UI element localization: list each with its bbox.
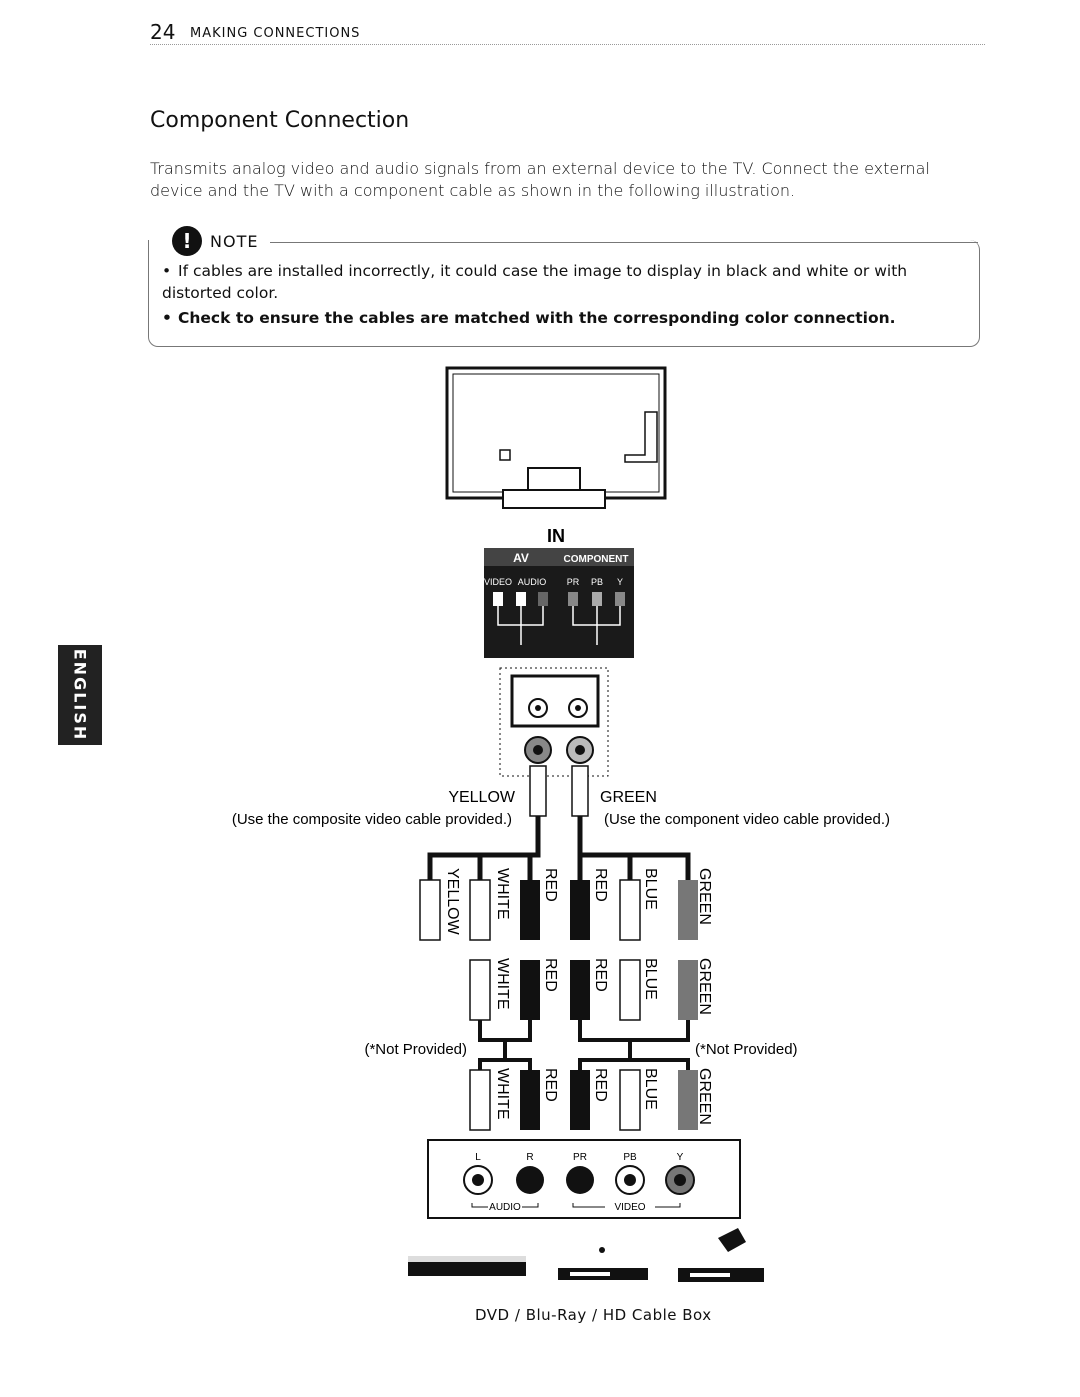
y-port-label: Y xyxy=(617,577,623,587)
cable-label-white: WHITE xyxy=(494,1068,511,1120)
cable-label-red: RED xyxy=(592,1068,609,1102)
note-box xyxy=(148,240,980,347)
port-pb-label: PB xyxy=(623,1152,637,1163)
cable-label-red: RED xyxy=(542,868,559,902)
page-number: 24 xyxy=(150,20,176,44)
not-provided-right: (*Not Provided) xyxy=(695,1041,798,1058)
page-title: Component Connection xyxy=(150,108,410,133)
plug-row-1 xyxy=(419,879,698,941)
component-cable-note: (Use the component video cable provided.… xyxy=(604,811,890,828)
cable-label-blue: BLUE xyxy=(642,868,659,910)
video-group-label: VIDEO xyxy=(614,1202,645,1213)
port-r-label: R xyxy=(526,1152,533,1163)
cable-label-white: WHITE xyxy=(494,868,511,920)
audio-group-label: AUDIO xyxy=(489,1202,521,1213)
device-caption: DVD / Blu-Ray / HD Cable Box xyxy=(475,1306,712,1324)
green-label: GREEN xyxy=(600,789,657,806)
cable-label-green: GREEN xyxy=(696,1068,713,1125)
video-port-label: VIDEO xyxy=(484,577,512,587)
not-provided-left: (*Not Provided) xyxy=(364,1041,467,1058)
cable-label-red: RED xyxy=(542,958,559,992)
section-title: MAKING CONNECTIONS xyxy=(190,26,361,41)
note-item: •If cables are installed incorrectly, it… xyxy=(162,262,908,302)
av-label: AV xyxy=(513,551,529,565)
cable-label-red: RED xyxy=(592,868,609,902)
bluray-player-icon xyxy=(558,1247,648,1280)
port-l-label: L xyxy=(475,1152,481,1163)
cable-label-green: GREEN xyxy=(696,868,713,925)
device-port-panel: L R PR PB Y AUDIO VIDEO xyxy=(427,1139,741,1219)
in-panel: AV COMPONENT VIDEO AUDIO PR PB Y xyxy=(484,548,634,658)
cable-label-blue: BLUE xyxy=(642,958,659,1000)
plug-row-3 xyxy=(469,1069,698,1131)
cable-label-white: WHITE xyxy=(494,958,511,1010)
audio-port-label: AUDIO xyxy=(518,577,547,587)
exclamation-icon: ! xyxy=(172,226,202,256)
port-pr-label: PR xyxy=(573,1152,587,1163)
dvd-player-icon xyxy=(408,1256,526,1276)
cable-label-red: RED xyxy=(542,1068,559,1102)
note-item-text: If cables are installed incorrectly, it … xyxy=(162,262,908,302)
zoom-box xyxy=(499,667,609,777)
composite-cable-note: (Use the composite video cable provided.… xyxy=(232,811,512,828)
header-rule xyxy=(150,44,985,45)
tv-back-illustration xyxy=(445,366,667,509)
cable-color-labels: YELLOW WHITE RED RED BLUE GREEN WHITE RE… xyxy=(444,868,713,1125)
cable-label-red: RED xyxy=(592,958,609,992)
note-item: •Check to ensure the cables are matched … xyxy=(162,309,896,327)
yellow-label: YELLOW xyxy=(448,789,516,806)
intro-paragraph: Transmits analog video and audio signals… xyxy=(150,159,930,200)
note-item-text: Check to ensure the cables are matched w… xyxy=(178,309,896,327)
in-label: IN xyxy=(547,526,565,546)
language-tab: ENGLISH xyxy=(58,645,102,745)
port-y-label: Y xyxy=(677,1152,684,1163)
plug-row-2 xyxy=(469,959,698,1021)
component-label: COMPONENT xyxy=(564,554,629,565)
pr-port-label: PR xyxy=(567,577,580,587)
note-label: NOTE xyxy=(210,232,259,251)
pb-port-label: PB xyxy=(591,577,603,587)
cable-label-yellow: YELLOW xyxy=(444,868,461,936)
cable-label-blue: BLUE xyxy=(642,1068,659,1110)
note-divider xyxy=(270,242,978,243)
cable-label-green: GREEN xyxy=(696,958,713,1015)
cable-box-icon xyxy=(678,1228,764,1282)
